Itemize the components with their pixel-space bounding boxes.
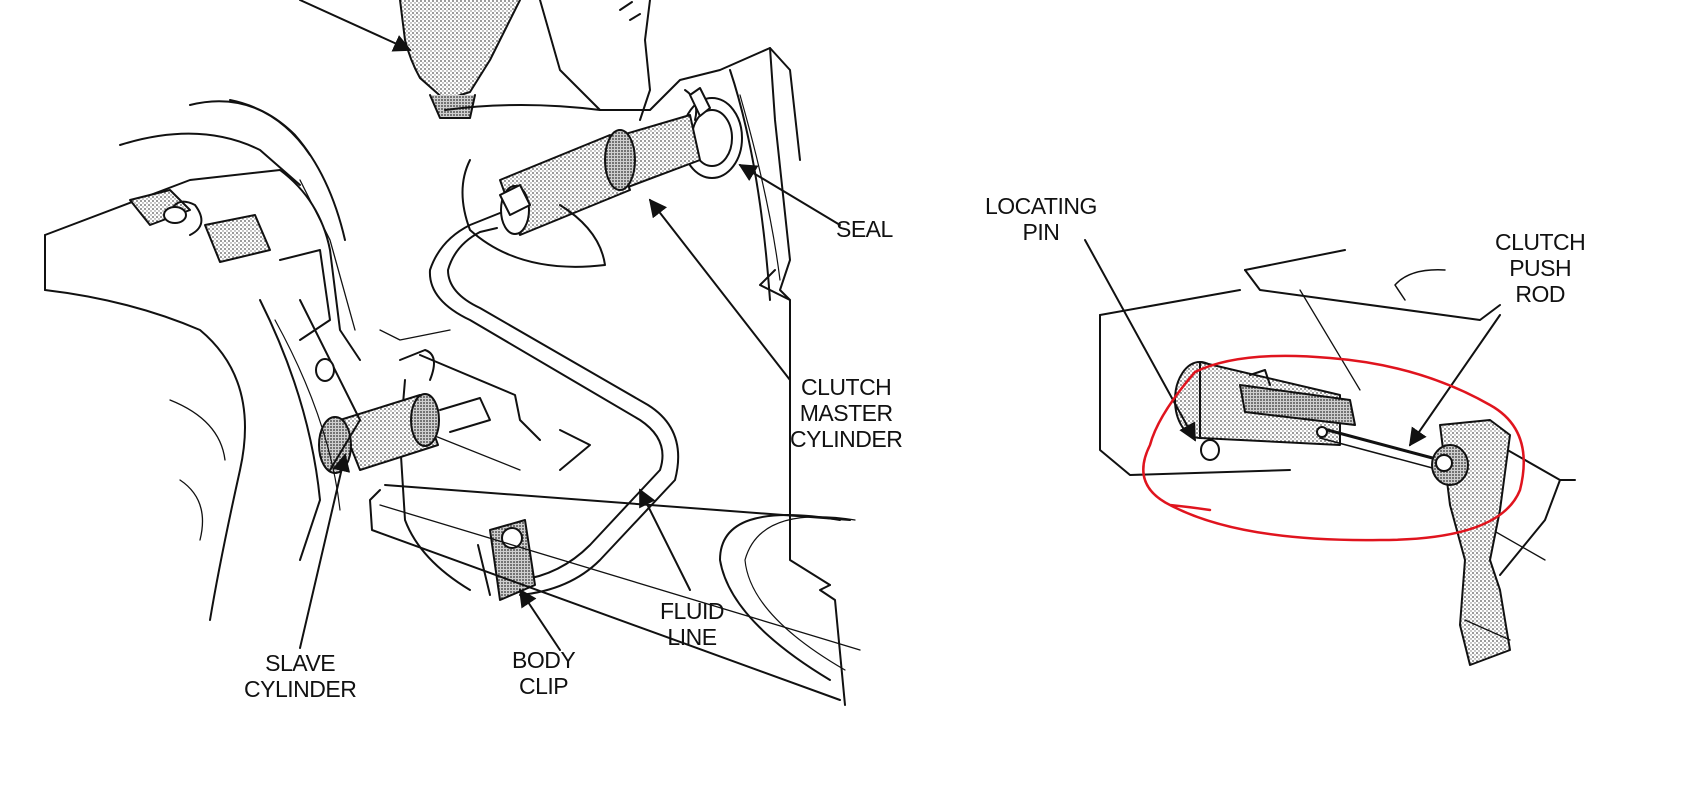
label-body-clip: BODY CLIP [512,647,576,699]
slave-cylinder [318,393,491,474]
pedal-detail-assembly [1084,239,1576,666]
transmission-housing [44,99,451,621]
pedal-bracket [369,349,861,701]
clutch-hydraulic-assembly [44,0,861,706]
leader-lines-detail [1084,239,1501,447]
label-seal: SEAL [836,216,893,242]
fluid-line [428,212,680,596]
firewall-panel [444,0,856,706]
label-locating-pin: LOCATING PIN [985,193,1097,245]
label-clutch-push-rod: CLUTCH PUSH ROD [1495,229,1586,307]
body-clip [477,519,536,601]
label-clutch-master-cylinder: CLUTCH MASTER CYLINDER [790,374,903,452]
label-slave-cylinder: SLAVE CYLINDER [244,650,357,702]
dash-panel [1099,249,1576,576]
master-cylinder-detail [1174,361,1356,461]
push-rod-detail [1316,426,1442,471]
label-fluid-line: FLUID LINE [660,598,724,650]
red-annotation-circle [1142,354,1525,542]
leader-lines [299,164,841,651]
master-cylinder [461,87,743,268]
fluid-reservoir [299,0,521,119]
clutch-pedal-arm [1431,419,1511,666]
